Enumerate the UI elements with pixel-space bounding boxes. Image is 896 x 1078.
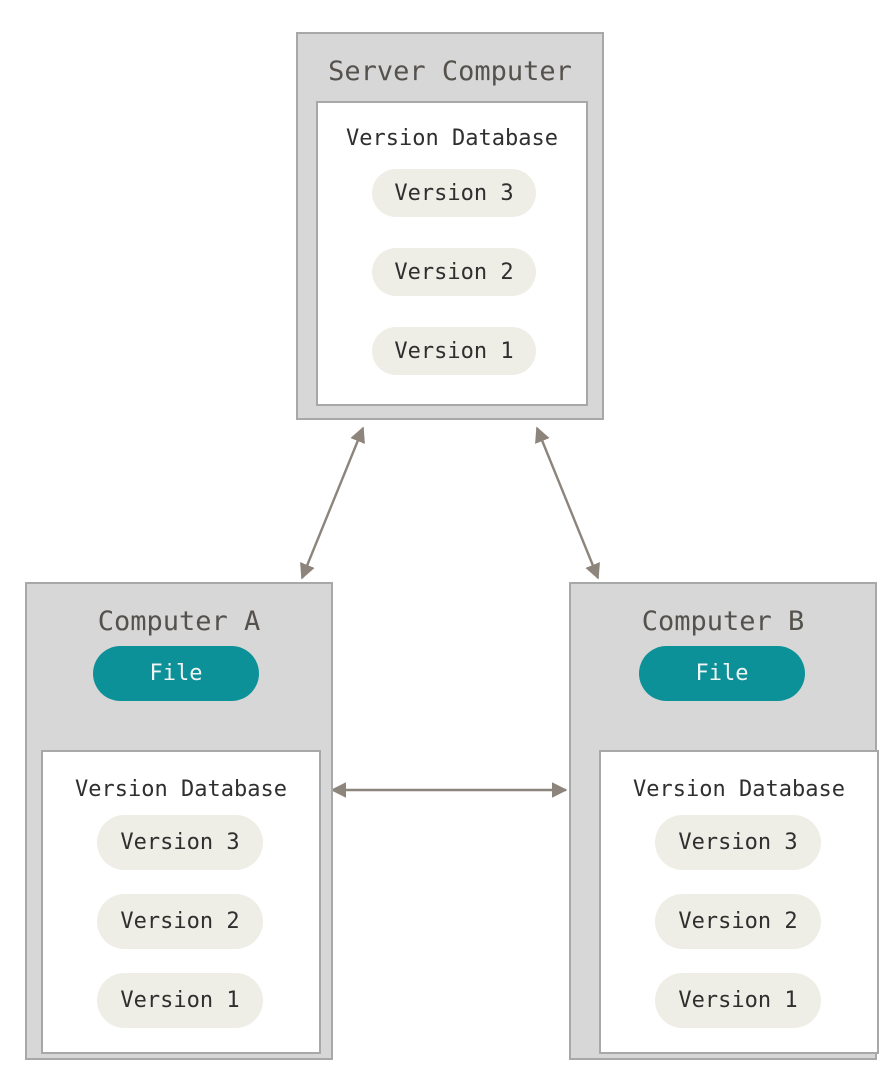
computer-a-version-pill-1-label: Version 1 xyxy=(120,988,240,1013)
computer-a-box: Computer A File Version Database Version… xyxy=(25,582,333,1060)
computer-a-file-label: File xyxy=(149,661,203,686)
computer-a-version-database-box: Version Database Version 3 Version 2 Ver… xyxy=(41,750,321,1054)
computer-a-version-pill-2-label: Version 2 xyxy=(120,909,240,934)
server-version-database-box: Version Database Version 3 Version 2 Ver… xyxy=(316,101,588,406)
computer-a-version-pill-3-label: Version 3 xyxy=(120,830,240,855)
computer-b-file-label: File xyxy=(695,661,749,686)
server-version-pill-3-label: Version 3 xyxy=(394,180,514,206)
server-version-database-title: Version Database xyxy=(346,126,558,151)
computer-a-version-database-title: Version Database xyxy=(75,777,287,802)
computer-b-version-pill-1[interactable]: Version 1 xyxy=(655,973,821,1028)
computer-b-version-pill-2[interactable]: Version 2 xyxy=(655,894,821,949)
computer-a-version-pill-1[interactable]: Version 1 xyxy=(97,973,263,1028)
server-version-pill-2-label: Version 2 xyxy=(394,259,514,285)
computer-b-title: Computer B xyxy=(641,606,805,637)
arrow-server-to-computer-b xyxy=(535,426,600,580)
server-computer-title: Server Computer xyxy=(328,56,572,87)
server-version-pill-1-label: Version 1 xyxy=(394,338,514,364)
computer-b-version-pill-2-label: Version 2 xyxy=(678,909,798,934)
computer-b-file-pill[interactable]: File xyxy=(639,646,805,701)
computer-b-version-pill-1-label: Version 1 xyxy=(678,988,798,1013)
computer-a-title: Computer A xyxy=(97,606,261,637)
computer-a-file-pill[interactable]: File xyxy=(93,646,259,701)
server-version-pill-2[interactable]: Version 2 xyxy=(372,248,536,296)
computer-b-version-database-title: Version Database xyxy=(633,777,845,802)
server-computer-box: Server Computer Version Database Version… xyxy=(296,32,604,420)
computer-b-box: Computer B File Version Database Version… xyxy=(569,582,879,1060)
computer-b-version-database-box: Version Database Version 3 Version 2 Ver… xyxy=(599,750,879,1054)
server-version-pill-3[interactable]: Version 3 xyxy=(372,169,536,217)
computer-a-version-pill-2[interactable]: Version 2 xyxy=(97,894,263,949)
server-version-pill-1[interactable]: Version 1 xyxy=(372,327,536,375)
computer-b-version-pill-3-label: Version 3 xyxy=(678,830,798,855)
computer-b-version-pill-3[interactable]: Version 3 xyxy=(655,815,821,870)
computer-a-version-pill-3[interactable]: Version 3 xyxy=(97,815,263,870)
arrow-server-to-computer-a xyxy=(300,426,365,580)
